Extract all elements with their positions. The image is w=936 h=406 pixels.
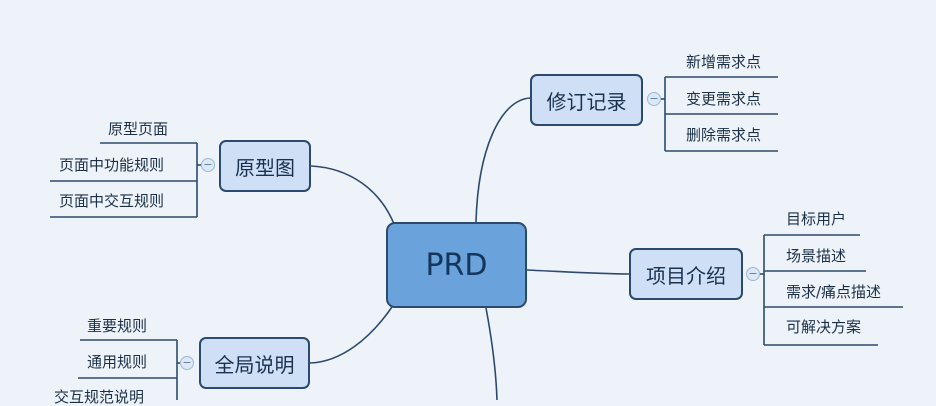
leaf-global-important-rules[interactable]: 重要规则 (87, 317, 148, 335)
connector-root-offscreen (485, 307, 498, 400)
leaf-revision-add[interactable]: 新增需求点 (686, 53, 762, 71)
leaf-revision-change[interactable]: 变更需求点 (686, 90, 762, 108)
branch-node-intro[interactable]: 项目介绍 (629, 248, 743, 300)
branch-node-global[interactable]: 全局说明 (199, 337, 310, 389)
leaf-prototype-interaction-rules[interactable]: 页面中交互规则 (59, 192, 165, 210)
leaf-intro-pain-points[interactable]: 需求/痛点描述 (786, 283, 882, 301)
minus-circle-icon[interactable]: − (647, 92, 661, 106)
branch-node-prototype[interactable]: 原型图 (219, 140, 311, 192)
leaf-intro-target-users[interactable]: 目标用户 (786, 210, 847, 228)
connector-root-prototype (310, 165, 395, 225)
leaf-global-interaction-spec[interactable]: 交互规范说明 (54, 388, 145, 406)
connector-root-intro (526, 269, 630, 275)
leaf-global-common-rules[interactable]: 通用规则 (87, 353, 148, 371)
minus-circle-icon[interactable]: − (180, 356, 194, 370)
root-node-prd[interactable]: PRD (386, 222, 527, 308)
leaf-prototype-pages[interactable]: 原型页面 (108, 120, 169, 138)
leaf-prototype-function-rules[interactable]: 页面中功能规则 (59, 156, 165, 174)
leaf-intro-solution[interactable]: 可解决方案 (786, 318, 862, 336)
connector-root-global (309, 303, 395, 364)
minus-circle-icon[interactable]: − (746, 267, 760, 281)
branch-node-revision[interactable]: 修订记录 (530, 74, 643, 126)
leaf-intro-scenario[interactable]: 场景描述 (786, 247, 847, 265)
connector-root-revision (475, 97, 531, 223)
leaf-revision-delete[interactable]: 删除需求点 (686, 126, 762, 144)
minus-circle-icon[interactable]: − (201, 158, 215, 172)
